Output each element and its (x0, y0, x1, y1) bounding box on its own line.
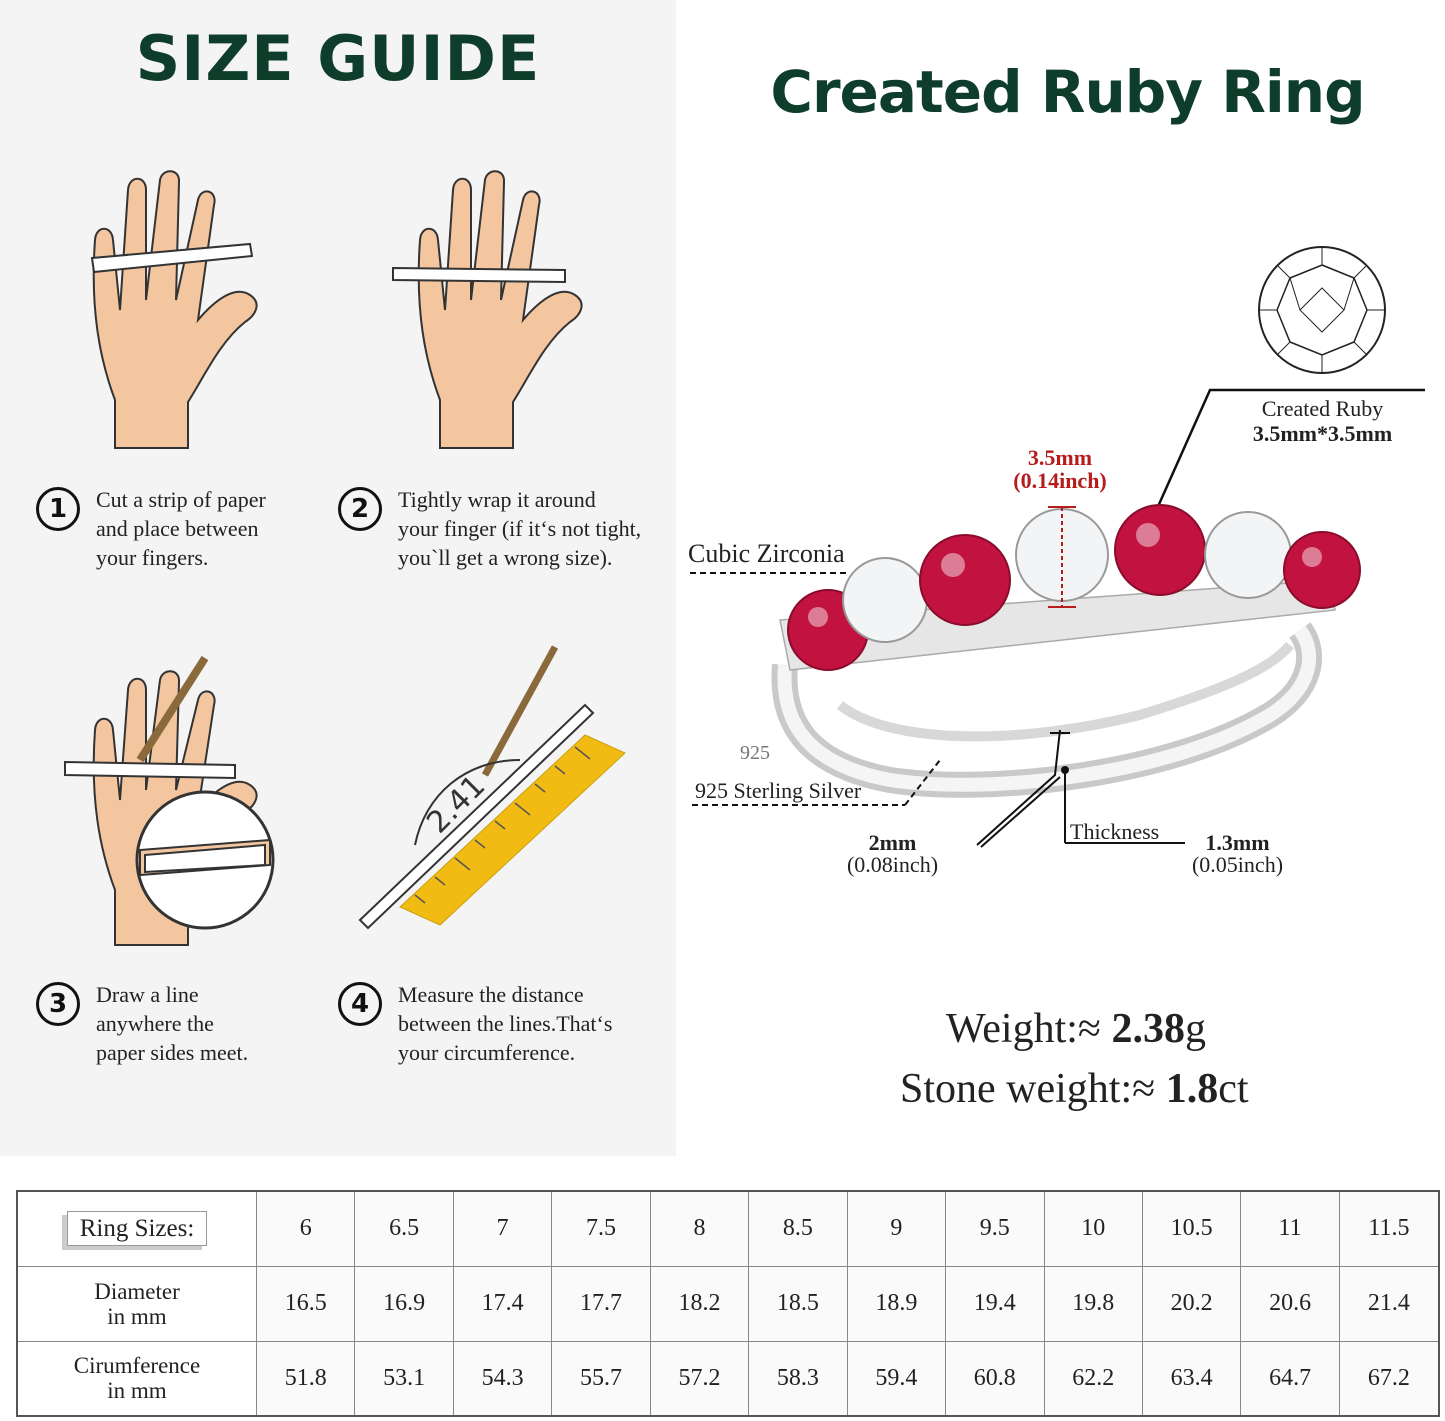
diameter-cell: 16.5 (255, 1265, 356, 1342)
diameter-cell: 17.4 (452, 1265, 553, 1342)
circumference-cell: 51.8 (255, 1340, 356, 1417)
size-cell: 10.5 (1141, 1190, 1242, 1267)
weight-text: Weight:≈ 2.38g (946, 1006, 1206, 1052)
band-width-inch: (0.08inch) (846, 852, 939, 877)
hand-draw-line-illustration (64, 655, 275, 946)
size-cell: 6.5 (354, 1190, 454, 1267)
circumference-cell: 67.2 (1338, 1340, 1440, 1417)
step-1-number: 1 (36, 487, 80, 531)
circumference-cell: 55.7 (551, 1340, 651, 1417)
diameter-cell: 18.9 (846, 1265, 947, 1342)
size-guide-title: SIZE GUIDE (135, 22, 541, 95)
size-cell: 8.5 (748, 1190, 848, 1267)
size-cell: 6 (255, 1190, 356, 1267)
diameter-cell: 19.8 (1043, 1265, 1143, 1342)
size-cell: 7.5 (551, 1190, 651, 1267)
circumference-cell: 59.4 (846, 1340, 947, 1417)
thickness-label: Thickness (1070, 819, 1160, 844)
ring-sizes-row: Ring Sizes: 6 6.5 7 7.5 8 8.5 9 9.5 10 1… (16, 1190, 1440, 1267)
diameter-cell: 16.9 (354, 1265, 454, 1342)
stone-width-inch: (0.14inch) (1013, 468, 1107, 493)
cubic-zirconia-label: Cubic Zirconia (688, 539, 845, 568)
step-2-number: 2 (338, 487, 382, 531)
band-thickness-inch: (0.05inch) (1191, 852, 1284, 877)
circumference-cell: 53.1 (354, 1340, 454, 1417)
circumference-cell: 60.8 (945, 1340, 1045, 1417)
size-cell: 11 (1240, 1190, 1340, 1267)
stone-weight-text: Stone weight:≈ 1.8ct (900, 1066, 1249, 1112)
sterling-silver-label: 925 Sterling Silver (695, 778, 862, 803)
step-3-number: 3 (36, 982, 80, 1026)
ring-size-table: Ring Sizes: 6 6.5 7 7.5 8 8.5 9 9.5 10 1… (16, 1190, 1440, 1417)
ruby-ring-illustration (690, 388, 1425, 848)
created-ruby-size: 3.5mm*3.5mm (1252, 421, 1393, 446)
diameter-cell: 20.6 (1240, 1265, 1340, 1342)
gem-cut-diagram-icon (1258, 246, 1386, 374)
circumference-cell: 54.3 (452, 1340, 553, 1417)
size-cell: 9.5 (945, 1190, 1045, 1267)
band-thickness-mm: 1.3mm (1205, 830, 1270, 855)
circumference-cell: 62.2 (1043, 1340, 1143, 1417)
stone-width-mm: 3.5mm (1027, 445, 1093, 470)
created-ruby-label: Created Ruby (1261, 396, 1384, 421)
ring-sizes-header: Ring Sizes: (16, 1190, 257, 1267)
circumference-cell: 63.4 (1141, 1340, 1242, 1417)
band-width-mm: 2mm (868, 830, 917, 855)
size-cell: 7 (452, 1190, 553, 1267)
diameter-cell: 18.2 (649, 1265, 750, 1342)
circumference-cell: 57.2 (649, 1340, 750, 1417)
circumference-cell: 58.3 (748, 1340, 848, 1417)
diameter-cell: 21.4 (1338, 1265, 1440, 1342)
diameter-cell: 20.2 (1141, 1265, 1242, 1342)
diameter-cell: 18.5 (748, 1265, 848, 1342)
hand-paper-strip-illustration (90, 170, 258, 449)
size-cell: 10 (1043, 1190, 1143, 1267)
band-stamp-label: 925 (740, 742, 770, 764)
product-title: Created Ruby Ring (770, 58, 1365, 126)
size-cell: 8 (649, 1190, 750, 1267)
hand-wrap-strip-illustration (392, 170, 583, 449)
diameter-cell: 19.4 (945, 1265, 1045, 1342)
step-4-number: 4 (338, 982, 382, 1026)
size-guide-panel (0, 0, 676, 1156)
ruler-measure-illustration: 2.41 (358, 645, 626, 930)
diameter-cell: 17.7 (551, 1265, 651, 1342)
size-cell: 9 (846, 1190, 947, 1267)
size-cell: 11.5 (1338, 1190, 1440, 1267)
circumference-cell: 64.7 (1240, 1340, 1340, 1417)
